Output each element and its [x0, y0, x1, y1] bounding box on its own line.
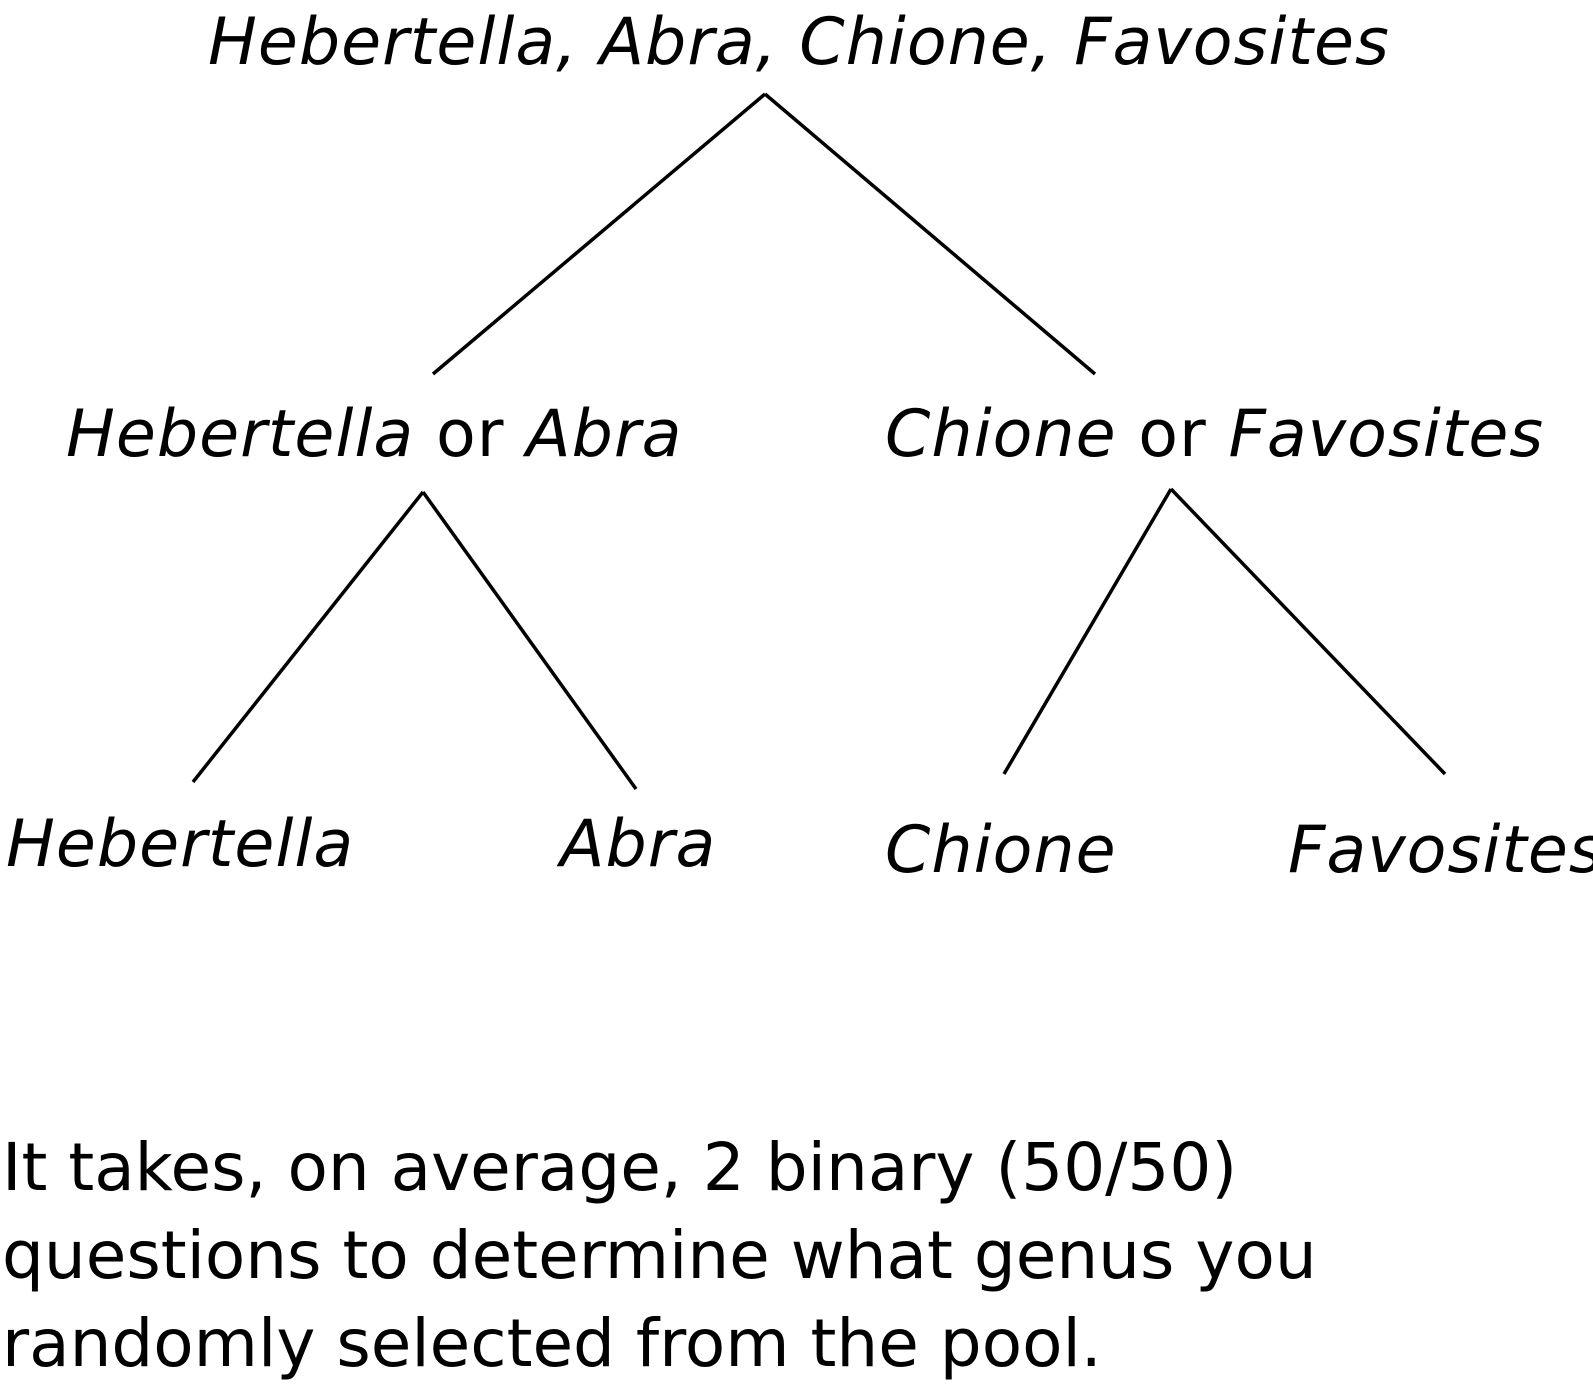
- leaf-hebertella: Hebertella: [6, 812, 354, 877]
- left-branch-option-a: Hebertella: [66, 397, 415, 472]
- leaf-favosites: Favosites: [1288, 818, 1593, 883]
- caption-line-3: randomly selected from the pool.: [2, 1305, 1102, 1382]
- edge-root-right: [763, 92, 1097, 376]
- left-branch-conjunction: or: [435, 397, 505, 472]
- left-branch-option-b: Abra: [526, 397, 683, 472]
- root-node-label: Hebertella, Abra, Chione, Favosites: [208, 5, 1390, 80]
- right-branch-option-a: Chione: [885, 397, 1117, 472]
- left-branch-node: Hebertella or Abra: [66, 402, 682, 467]
- edge-left-abra: [421, 490, 638, 791]
- leaf-abra: Abra: [560, 812, 716, 877]
- edge-right-chione: [1002, 488, 1173, 775]
- caption-line-2: questions to determine what genus you: [2, 1217, 1317, 1294]
- leaf-chione: Chione: [885, 818, 1117, 883]
- leaf-hebertella-label: Hebertella: [6, 807, 355, 882]
- leaf-abra-label: Abra: [560, 807, 717, 882]
- caption: It takes, on average, 2 binary (50/50) q…: [2, 1124, 1562, 1388]
- right-branch-node: Chione or Favosites: [885, 402, 1544, 467]
- edge-right-favosites: [1169, 487, 1447, 776]
- root-node: Hebertella, Abra, Chione, Favosites: [208, 10, 1390, 75]
- leaf-favosites-label: Favosites: [1288, 813, 1593, 888]
- edge-root-left: [431, 92, 767, 376]
- right-branch-option-b: Favosites: [1228, 397, 1545, 472]
- leaf-chione-label: Chione: [885, 813, 1117, 888]
- edge-left-hebertella: [191, 490, 425, 784]
- right-branch-conjunction: or: [1138, 397, 1207, 472]
- caption-line-1: It takes, on average, 2 binary (50/50): [2, 1129, 1238, 1206]
